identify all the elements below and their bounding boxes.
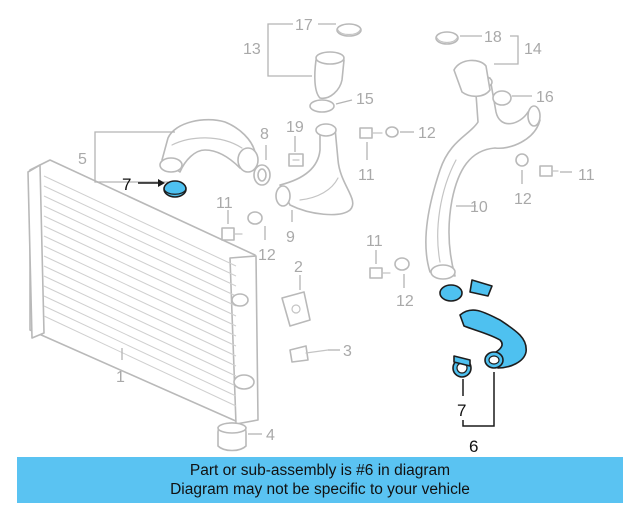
callout-7-left: 7: [122, 175, 131, 194]
clamp-8: [253, 164, 271, 186]
nut-12-right-upper: [515, 153, 529, 167]
callout-16: 16: [536, 89, 554, 106]
nut-12-left: [247, 211, 263, 225]
nut-12-center: [385, 126, 399, 138]
callout-19: 19: [286, 119, 304, 136]
nut-12-right-lower: [394, 257, 410, 271]
callout-6: 6: [469, 437, 478, 456]
callout-18: 18: [484, 29, 502, 46]
clamp-left-highlighted: [163, 180, 187, 198]
callout-12-c: 12: [514, 191, 532, 208]
callout-1: 1: [116, 369, 125, 386]
charge-pipe-10: [425, 75, 541, 280]
callout-13: 13: [243, 41, 261, 58]
callout-5: 5: [78, 151, 87, 168]
callout-4: 4: [266, 427, 275, 444]
lower-hose-highlighted: [439, 279, 527, 369]
parts-diagram: 1 5 7 8 9 19: [27, 17, 595, 456]
callout-8: 8: [260, 126, 269, 143]
callout-11-d: 11: [366, 233, 383, 250]
upper-left-hose: [159, 118, 259, 173]
bolt-11-left: [221, 227, 243, 241]
intercooler: [27, 159, 259, 425]
callout-11-b: 11: [216, 195, 233, 212]
banner-line-2: Diagram may not be specific to your vehi…: [170, 481, 470, 498]
sensor-19: [288, 153, 304, 167]
bolt-11-right-lower: [369, 267, 391, 279]
callout-11-c: 11: [578, 167, 595, 184]
callout-9: 9: [286, 229, 295, 246]
clamp-16: [492, 90, 512, 106]
callout-3: 3: [343, 343, 352, 360]
bracket-2: [281, 291, 311, 327]
clamp-17: [336, 23, 362, 37]
info-banner: Part or sub-assembly is #6 in diagram Di…: [17, 457, 623, 503]
banner-line-1: Part or sub-assembly is #6 in diagram: [189, 462, 451, 479]
callout-15: 15: [356, 91, 374, 108]
bolt-3: [289, 345, 329, 363]
callout-7-right: 7: [457, 401, 466, 420]
upper-hose-14: [453, 59, 491, 98]
clamp-right-highlighted: [452, 355, 472, 378]
bolt-11-right-upper: [539, 165, 559, 177]
callout-12-d: 12: [396, 293, 414, 310]
clamp-18: [435, 31, 459, 45]
mount-4: [217, 422, 247, 452]
callout-12-a: 12: [418, 125, 436, 142]
callout-17: 17: [295, 17, 313, 34]
callout-14: 14: [524, 41, 542, 58]
upper-hose-13: [314, 51, 345, 100]
callout-2: 2: [294, 259, 303, 276]
callout-11-a: 11: [358, 167, 375, 184]
bolt-11-center: [359, 127, 383, 139]
callout-10: 10: [470, 199, 488, 216]
callout-12-b: 12: [258, 247, 276, 264]
turbo-outlet-pipe: [275, 123, 354, 216]
clamp-15: [309, 99, 335, 113]
